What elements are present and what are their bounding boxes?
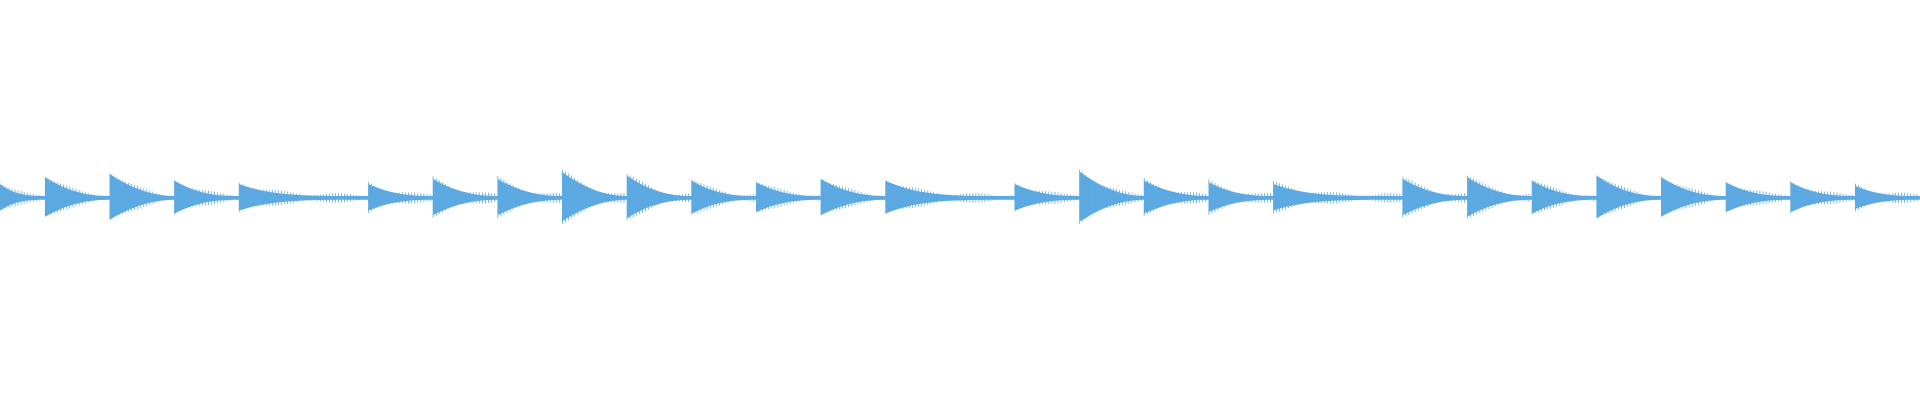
waveform-segment: [174, 180, 240, 215]
waveform-segment: [1143, 178, 1209, 217]
waveform-envelope: [239, 184, 369, 211]
waveform-segment: [691, 179, 757, 215]
waveform-envelope: [1467, 177, 1533, 217]
waveform-envelope: [627, 175, 692, 219]
waveform-segment: [820, 179, 886, 216]
waveform-segment: [109, 173, 175, 220]
waveform-envelope: [1790, 182, 1856, 212]
waveform-segment: [1531, 180, 1597, 215]
waveform-envelope: [691, 180, 757, 214]
waveform-segment: [497, 176, 563, 219]
waveform-segment: [1855, 183, 1920, 212]
waveform-segment: [1079, 169, 1145, 224]
waveform-envelope: [1402, 179, 1468, 216]
waveform-envelope: [1855, 185, 1920, 209]
waveform-segment: [562, 169, 628, 224]
waveform-segment: [1208, 179, 1274, 215]
waveform-segment: [44, 177, 110, 217]
waveform-envelope: [1144, 180, 1209, 214]
waveform-envelope: [562, 172, 628, 222]
waveform-envelope: [1273, 184, 1403, 211]
waveform-segment: [1014, 183, 1080, 212]
waveform-envelope: [1014, 184, 1080, 211]
waveform-envelope: [756, 182, 821, 212]
waveform-segment: [626, 173, 692, 221]
waveform-segment: [432, 176, 498, 218]
waveform-segment: [1661, 177, 1727, 217]
waveform-envelope: [1661, 177, 1727, 217]
waveform-envelope: [821, 179, 886, 216]
waveform-segment: [1790, 181, 1856, 214]
waveform-envelope: [885, 180, 1015, 214]
waveform-envelope: [1726, 182, 1791, 212]
waveform-envelope: [1208, 182, 1274, 212]
waveform-segment: [238, 182, 369, 212]
waveform-envelope: [174, 180, 240, 214]
waveform-envelope: [1079, 171, 1145, 222]
waveform-segment: [1725, 181, 1791, 213]
waveform-segment: [1273, 181, 1403, 214]
waveform-segment: [885, 180, 1015, 214]
waveform-segment: [0, 183, 46, 212]
waveform-segment: [1467, 175, 1533, 219]
waveform-envelope: [109, 173, 175, 220]
waveform-envelope: [45, 177, 110, 217]
waveform-envelope: [497, 179, 563, 216]
waveform-segment: [1402, 176, 1468, 218]
waveform-segment: [1596, 175, 1662, 219]
waveform-envelope: [0, 184, 46, 211]
waveform-envelope: [1596, 175, 1662, 219]
waveform-envelope: [1532, 180, 1597, 214]
waveform-envelope: [368, 184, 434, 211]
waveform-envelope: [433, 179, 498, 216]
waveform-segment: [368, 181, 434, 213]
waveform-segment: [756, 182, 821, 213]
